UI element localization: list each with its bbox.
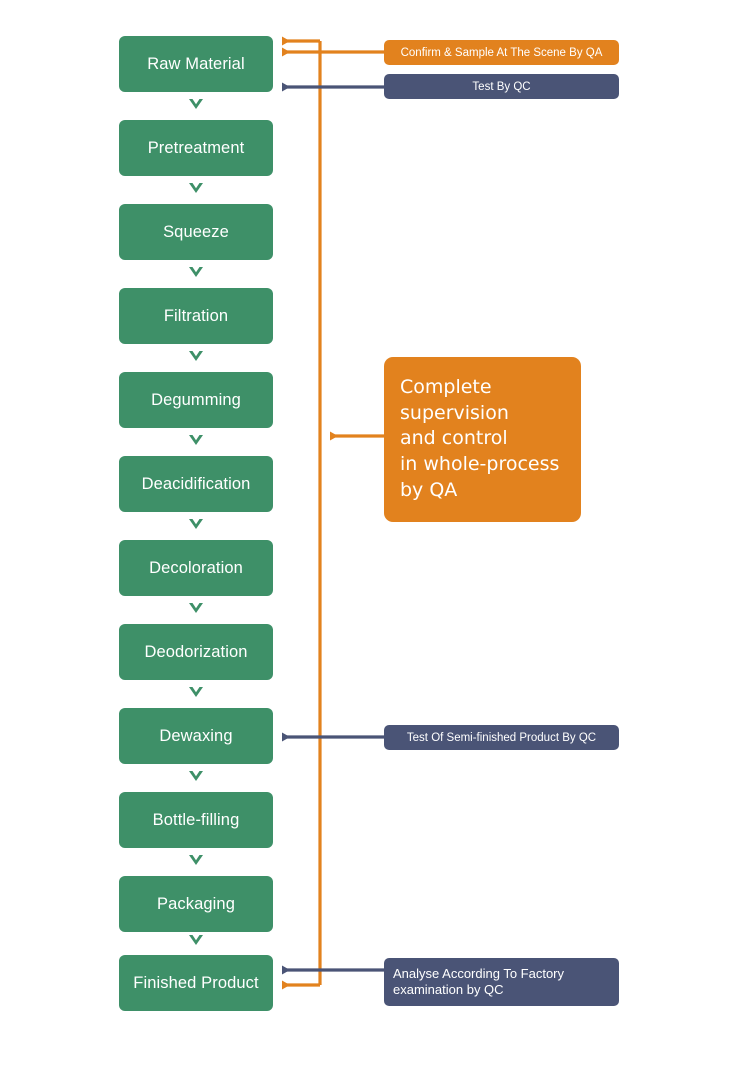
- annotation-complete-supervision-by-qa[interactable]: Complete supervision and control in whol…: [384, 357, 581, 522]
- process-step-bottle-filling[interactable]: Bottle-filling: [119, 792, 273, 848]
- annotation-test-by-qc[interactable]: Test By QC: [384, 74, 619, 99]
- process-step-raw-material[interactable]: Raw Material: [119, 36, 273, 92]
- qa-supervision-spine: [282, 36, 322, 990]
- annotation-confirm-sample-by-qa[interactable]: Confirm & Sample At The Scene By QA: [384, 40, 619, 65]
- annotation-analyse-factory-examination-by-qc[interactable]: Analyse According To Factory examination…: [384, 958, 619, 1006]
- chevron-down-icon: [188, 770, 204, 784]
- process-step-dewaxing[interactable]: Dewaxing: [119, 708, 273, 764]
- annotation-test-semi-finished-product-by-qc[interactable]: Test Of Semi-finished Product By QC: [384, 725, 619, 750]
- process-step-filtration[interactable]: Filtration: [119, 288, 273, 344]
- process-step-decoloration[interactable]: Decoloration: [119, 540, 273, 596]
- chevron-down-icon: [188, 434, 204, 448]
- process-step-squeeze[interactable]: Squeeze: [119, 204, 273, 260]
- chevron-down-icon: [188, 98, 204, 112]
- process-step-degumming[interactable]: Degumming: [119, 372, 273, 428]
- chevron-down-icon: [188, 518, 204, 532]
- chevron-down-icon: [188, 934, 204, 948]
- process-step-finished-product[interactable]: Finished Product: [119, 955, 273, 1011]
- chevron-down-icon: [188, 350, 204, 364]
- process-step-deodorization[interactable]: Deodorization: [119, 624, 273, 680]
- chevron-down-icon: [188, 266, 204, 280]
- process-step-packaging[interactable]: Packaging: [119, 876, 273, 932]
- chevron-down-icon: [188, 854, 204, 868]
- process-step-deacidification[interactable]: Deacidification: [119, 456, 273, 512]
- chevron-down-icon: [188, 602, 204, 616]
- chevron-down-icon: [188, 182, 204, 196]
- chevron-down-icon: [188, 686, 204, 700]
- process-step-pretreatment[interactable]: Pretreatment: [119, 120, 273, 176]
